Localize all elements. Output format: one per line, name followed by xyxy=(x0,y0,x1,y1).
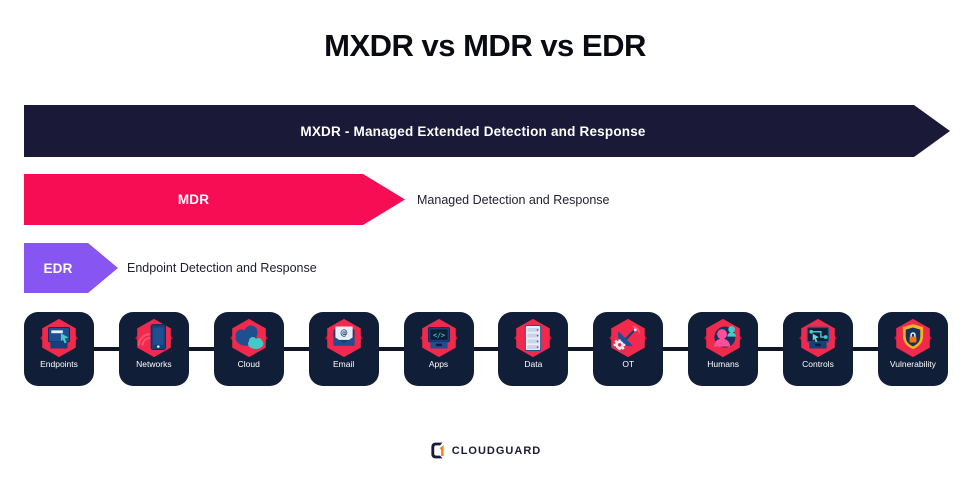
humans-people-icon xyxy=(700,315,746,361)
email-envelope-icon: @ xyxy=(321,315,367,361)
svg-text:</>: </> xyxy=(432,332,444,340)
mdr-description: Managed Detection and Response xyxy=(417,192,610,207)
asset-tile-label: Cloud xyxy=(237,359,260,369)
data-server-icon xyxy=(510,315,556,361)
asset-tile: Vulnerability xyxy=(877,312,948,386)
footer-logo: CLOUDGUARD xyxy=(0,441,970,460)
asset-tile-label: Humans xyxy=(707,359,739,369)
assets-connector-line xyxy=(40,347,930,351)
banner-mxdr: MXDR - Managed Extended Detection and Re… xyxy=(24,105,950,157)
page-title: MXDR vs MDR vs EDR xyxy=(324,28,646,63)
asset-tile-label: Vulnerability xyxy=(889,359,936,369)
banner-edr-label: EDR xyxy=(43,260,73,276)
controls-monitor-icon xyxy=(795,315,841,361)
assets-row: Endpoints Networks Cloud @ Email </> App… xyxy=(24,312,948,386)
cloudguard-logo-text: CLOUDGUARD xyxy=(451,444,542,457)
vulnerability-shield-icon xyxy=(890,315,936,361)
asset-tile-label: Email xyxy=(332,359,355,369)
asset-tile-label: OT xyxy=(622,359,635,369)
asset-tile: Endpoints xyxy=(24,312,94,386)
asset-tile: @ Email xyxy=(308,312,379,386)
banner-mdr: MDR xyxy=(24,174,405,225)
banner-mdr-label: MDR xyxy=(177,192,210,207)
asset-tile-label: Data xyxy=(524,359,543,369)
edr-description: Endpoint Detection and Response xyxy=(127,261,317,275)
cloudguard-logo-icon xyxy=(429,441,448,460)
networks-device-icon xyxy=(131,315,177,361)
ot-satellite-icon xyxy=(605,315,651,361)
asset-tile: OT xyxy=(593,312,664,386)
asset-tile: Humans xyxy=(688,312,759,386)
asset-tile: </> Apps xyxy=(403,312,474,386)
svg-text:@: @ xyxy=(340,329,348,338)
cloud-icon xyxy=(226,315,272,361)
asset-tile-label: Endpoints xyxy=(40,359,78,369)
asset-tile: Data xyxy=(498,312,569,386)
banner-mxdr-label: MXDR - Managed Extended Detection and Re… xyxy=(300,123,646,139)
asset-tile-label: Apps xyxy=(428,359,449,369)
asset-tile: Controls xyxy=(783,312,853,386)
asset-tile-label: Controls xyxy=(802,359,834,369)
banner-edr: EDR xyxy=(24,243,118,293)
apps-code-icon: </> xyxy=(416,315,462,361)
asset-tile-label: Networks xyxy=(136,359,172,369)
asset-tile: Networks xyxy=(118,312,189,386)
asset-tile: Cloud xyxy=(213,312,284,386)
endpoints-monitor-icon xyxy=(36,315,82,361)
